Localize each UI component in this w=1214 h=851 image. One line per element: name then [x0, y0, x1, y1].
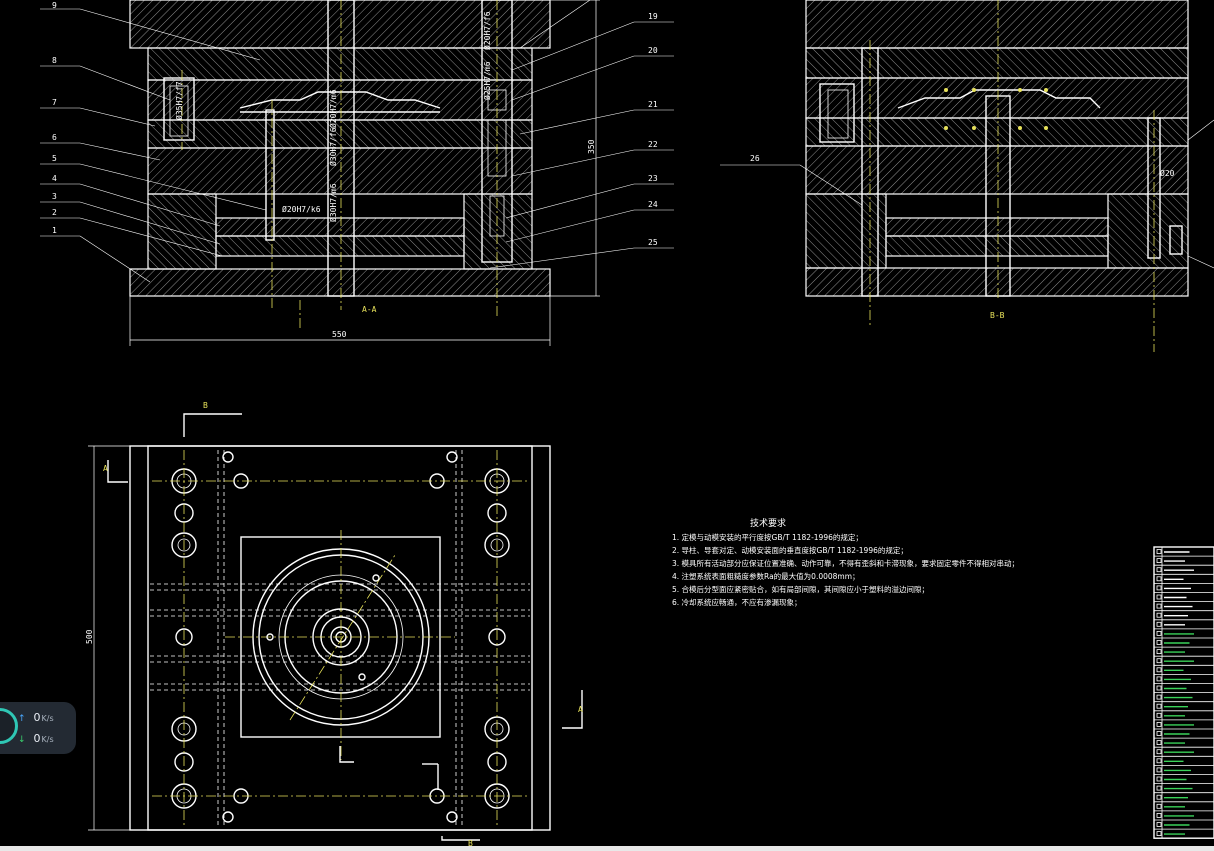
part-label: 5: [52, 154, 57, 163]
bom-row-cell: [1156, 694, 1162, 700]
arrow-up-icon: ↑: [18, 714, 26, 724]
bom-row-cell: [1156, 803, 1162, 809]
bom-row-cell: [1156, 631, 1162, 636]
part-label: 4: [52, 174, 57, 183]
section-marker-b: B: [468, 839, 473, 848]
upload-speed: ↑0K/s: [18, 711, 54, 724]
fit-annotation: Ø20H7/m6: [328, 89, 338, 128]
bom-row-cell: [1156, 776, 1162, 782]
part-label: 6: [52, 133, 57, 142]
bom-row-cell: [1156, 740, 1162, 745]
part-label: 3: [52, 192, 57, 201]
dim-height-top-label: 350: [587, 139, 596, 154]
bom-row-cell: [1156, 794, 1162, 800]
part-label: 26: [750, 154, 760, 163]
bom-row-cell: [1156, 676, 1162, 682]
fit-annotation: Ø35H7/f7: [174, 81, 184, 120]
bom-row-cell: [1156, 667, 1162, 673]
part-label: 9: [52, 1, 57, 10]
section-bb-label: B-B: [990, 311, 1005, 320]
bom-table[interactable]: [1153, 546, 1214, 839]
arrow-down-icon: ↓: [18, 735, 26, 745]
fit-annotation: Ø20H7/f6: [482, 11, 492, 50]
bottom-status-strip: [0, 846, 1214, 851]
bom-row-cell: [1156, 549, 1162, 554]
tech-requirement-item: 2. 导柱、导套对定、动模安装面的垂直度按GB/T 1182-1996的规定；: [672, 545, 908, 555]
section-marker-b: B: [203, 401, 208, 410]
bom-row-cell: [1156, 813, 1162, 818]
bom-row-cell: [1156, 822, 1162, 827]
part-label: 19: [648, 12, 658, 21]
bb-yellow-marks: [944, 88, 1048, 130]
tech-requirement-item: 5. 合模后分型面应紧密贴合，如有局部间隙，其间隙应小于塑料的溢边间隙；: [672, 584, 929, 594]
bom-row-cell: [1156, 649, 1162, 654]
bom-row-cell: [1156, 640, 1162, 645]
section-marker-a: A: [103, 464, 108, 473]
part-label: 24: [648, 200, 658, 209]
fit-annotation: Ø25H7/m6: [482, 61, 492, 100]
tech-requirement-item: 3. 模具所有活动部分应保证位置准确、动作可靠，不得有歪斜和卡滞现象，要求固定零…: [672, 558, 1019, 568]
bom-row-cell: [1156, 603, 1162, 609]
bom-row-cell: [1156, 658, 1162, 664]
dim-right-small: Ø20: [1160, 168, 1175, 178]
bom-row-cell: [1156, 685, 1162, 691]
section-aa-label: A-A: [362, 305, 377, 314]
plan-view[interactable]: 500 B A A B: [85, 401, 583, 848]
network-speed-widget[interactable]: % ↑0K/s ↓0K/s: [0, 702, 76, 754]
fit-annotation: Ø30H7/f6: [328, 127, 338, 166]
section-bb-view[interactable]: B-B 26 Ø20: [720, 0, 1214, 352]
download-speed: ↓0K/s: [18, 732, 54, 745]
bom-row-cell: [1156, 585, 1162, 591]
section-marker-a: A: [578, 705, 583, 714]
section-aa-view[interactable]: A-A Ø20H7/f6 Ø35H7/f7 Ø20H7/m6 Ø25H7/m6 …: [40, 0, 674, 346]
bom-row-cell: [1156, 722, 1162, 727]
bom-row-cell: [1156, 831, 1162, 836]
fit-annotation: Ø20H7/k6: [282, 204, 321, 214]
dim-height-plan-label: 500: [85, 629, 94, 644]
part-label: 8: [52, 56, 57, 65]
part-label: 2: [52, 208, 57, 217]
part-label: 20: [648, 46, 658, 55]
fit-annotation: Ø30H7/m6: [328, 183, 338, 222]
part-label: 22: [648, 140, 658, 149]
bom-row-cell: [1156, 731, 1162, 736]
tech-requirements-title: 技术要求: [750, 517, 786, 529]
part-label: 23: [648, 174, 658, 183]
part-leaders-left: [40, 8, 267, 283]
bom-row-cell: [1156, 758, 1162, 764]
part-label: 1: [52, 226, 57, 235]
dim-width-label: 550: [332, 330, 347, 339]
bom-row-cell: [1156, 767, 1162, 773]
bom-row-cell: [1156, 749, 1162, 755]
bom-row-cell: [1156, 785, 1162, 791]
part-label: 7: [52, 98, 57, 107]
tech-requirement-item: 4. 注塑系统表面粗糙度参数Ra的最大值为0.0008mm；: [672, 571, 860, 581]
bom-row-cell: [1156, 712, 1162, 718]
tech-requirement-item: 1. 定模与动模安装的平行度按GB/T 1182-1996的规定；: [672, 532, 863, 542]
part-label: 25: [648, 238, 658, 247]
part-label: 21: [648, 100, 658, 109]
bom-row-cell: [1156, 621, 1162, 627]
bom-row-cell: [1156, 594, 1162, 600]
bom-row-cell: [1156, 567, 1162, 573]
bom-row-cell: [1156, 703, 1162, 709]
part-leaders-right: [489, 0, 674, 269]
bom-row-cell: [1156, 612, 1162, 618]
tech-requirement-item: 6. 冷却系统应畅通，不应有渗漏现象；: [672, 597, 802, 607]
bom-row-cell: [1156, 576, 1162, 582]
bom-row-cell: [1156, 558, 1162, 563]
tech-requirements: 技术要求 1. 定模与动模安装的平行度按GB/T 1182-1996的规定； 2…: [672, 517, 1019, 607]
cpu-ring-icon: [0, 708, 18, 744]
